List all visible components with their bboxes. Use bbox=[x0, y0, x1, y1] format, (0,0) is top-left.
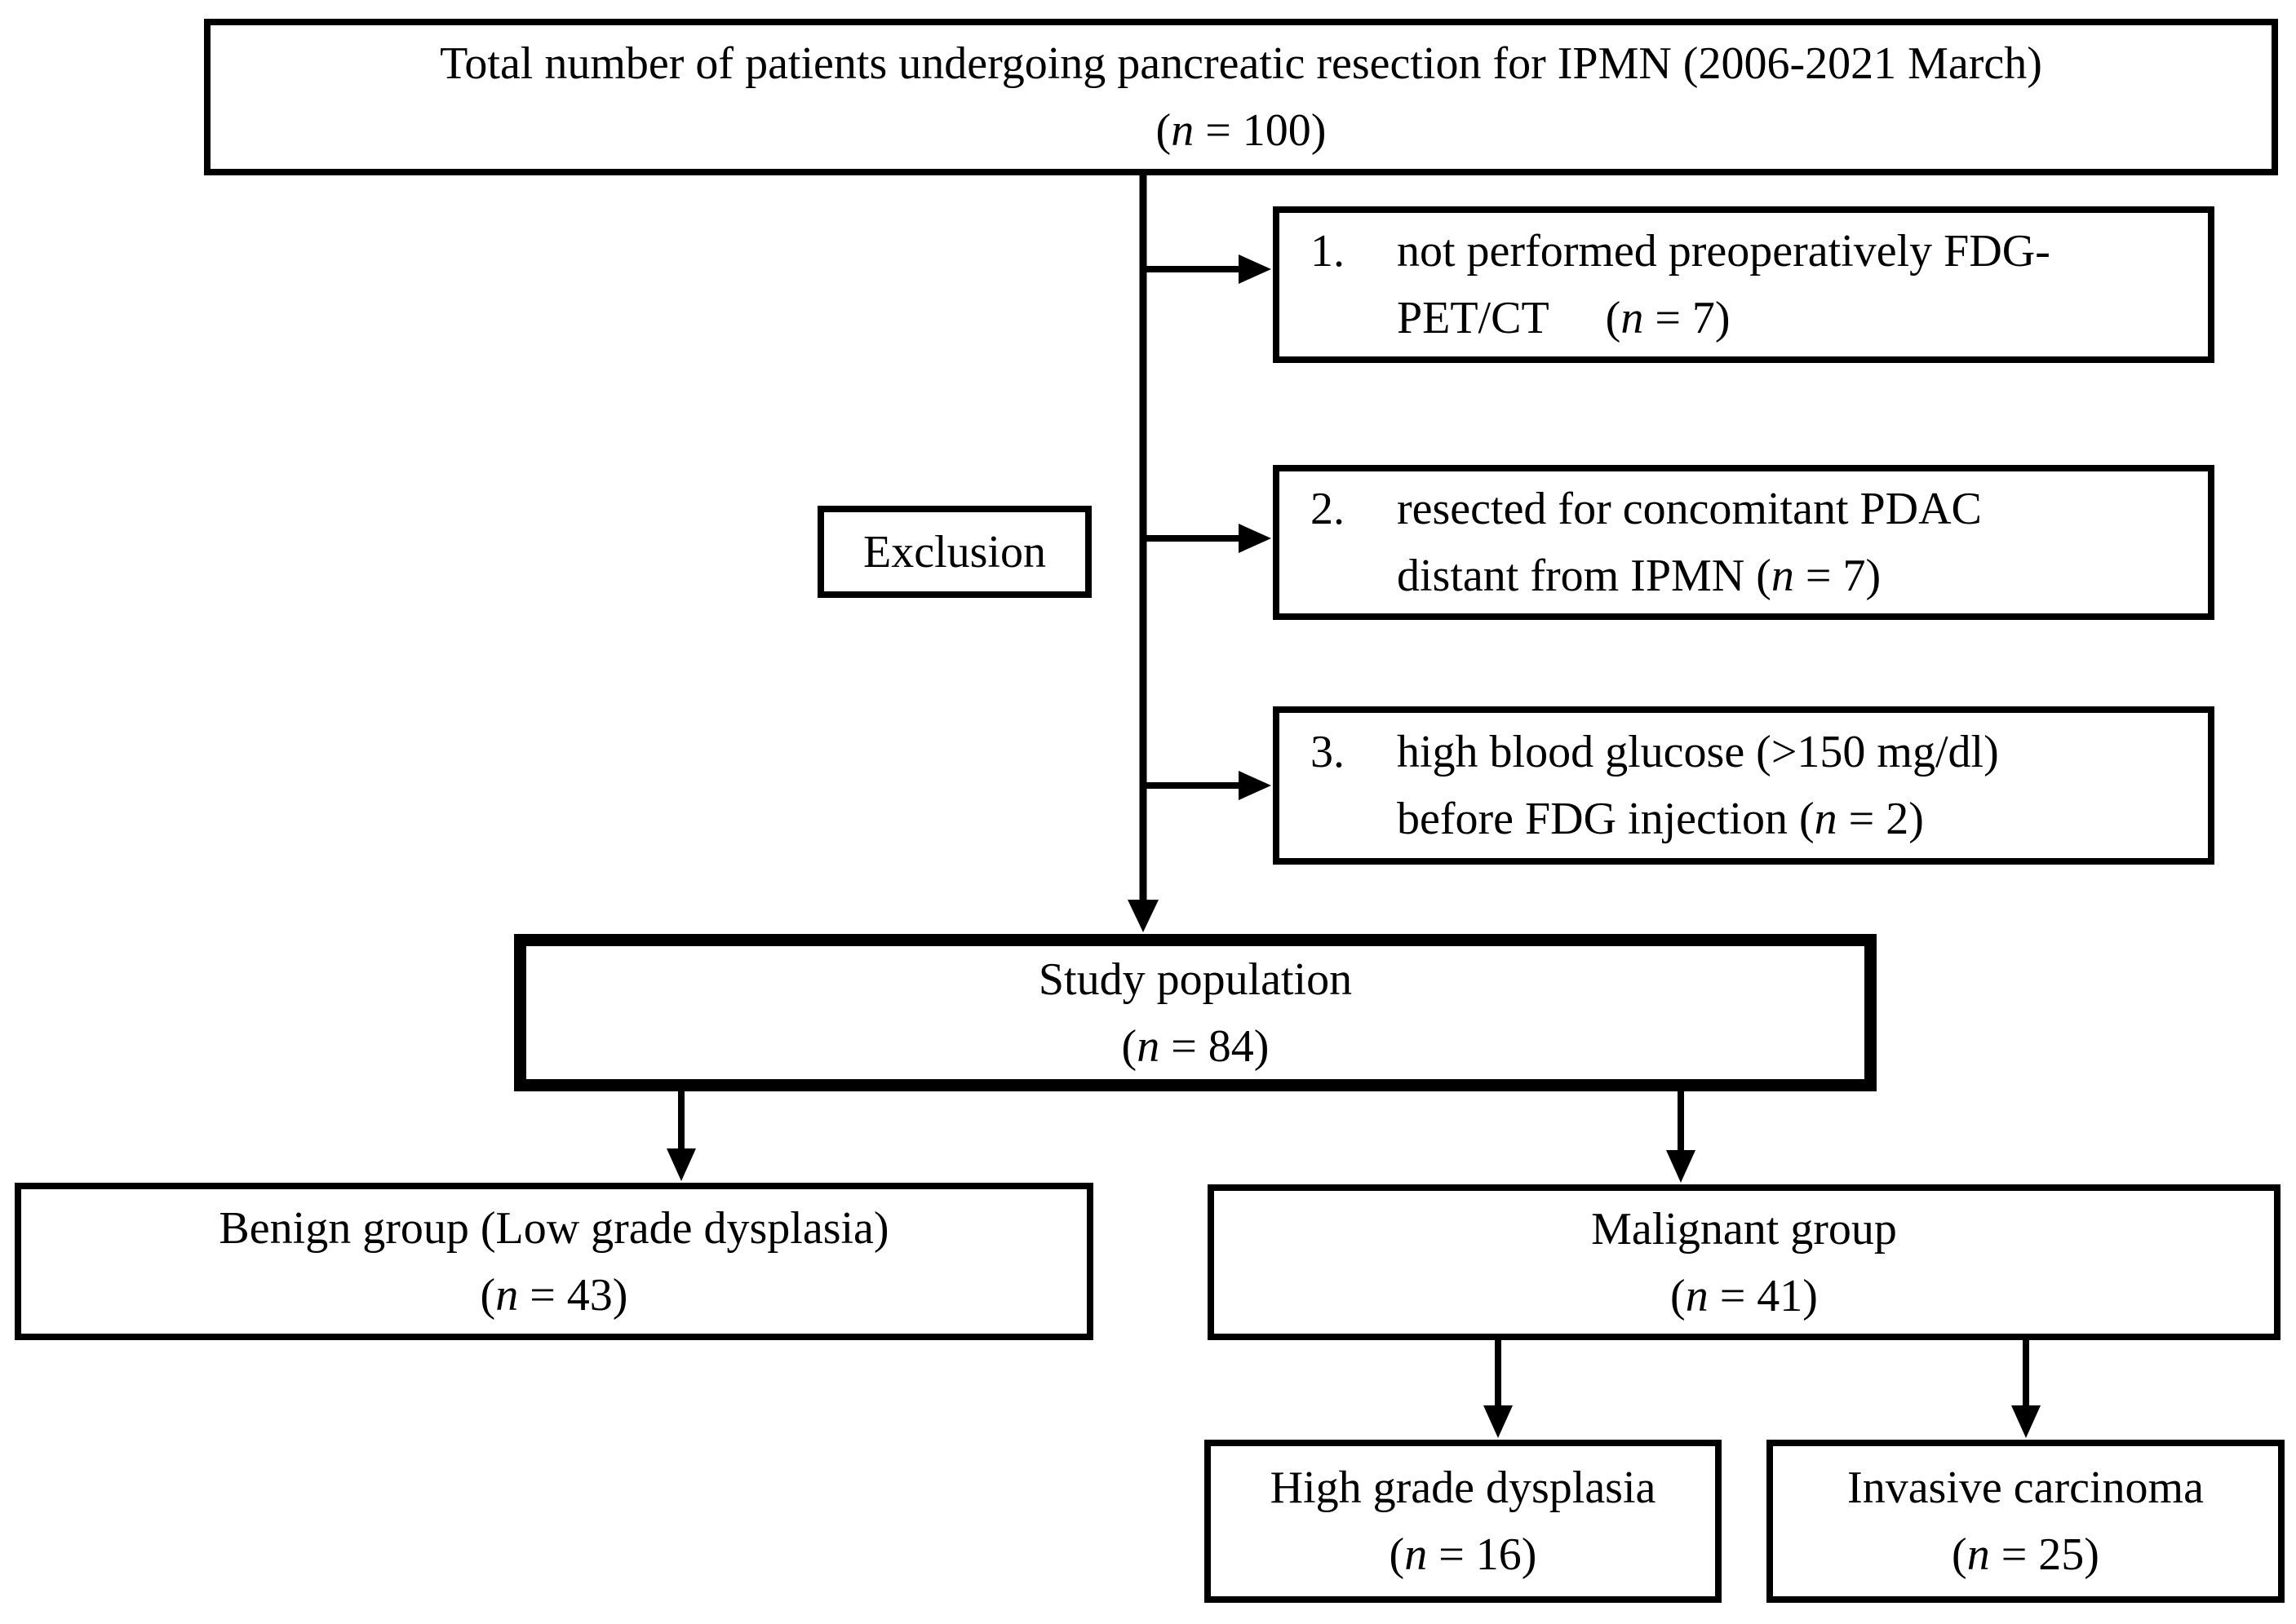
exclusion-label-box: Exclusion bbox=[818, 506, 1092, 598]
study-population-title: Study population bbox=[1038, 954, 1353, 1005]
malignant-to-hgd-head bbox=[1483, 1405, 1513, 1438]
study-to-benign-head bbox=[667, 1148, 696, 1181]
line2-pre: PET/CT ( bbox=[1397, 293, 1621, 343]
line2-post: = 7) bbox=[1793, 551, 1882, 601]
high-grade-dysplasia-box: High grade dysplasia (n = 16) bbox=[1204, 1440, 1722, 1603]
trunk-arrowhead bbox=[1128, 900, 1159, 932]
item-number: 2. bbox=[1310, 484, 1345, 534]
total-patients-box: Total number of patients undergoing panc… bbox=[204, 19, 2278, 175]
item-text-line1: high blood glucose (>150 mg/dl) bbox=[1397, 727, 1999, 777]
count-paren-open: ( bbox=[1121, 1020, 1137, 1072]
n-variable: n bbox=[1685, 1270, 1709, 1321]
count-value: = 16) bbox=[1427, 1529, 1537, 1580]
item-number: 3. bbox=[1310, 727, 1345, 777]
item-text-line2: PET/CT (n = 7) bbox=[1397, 285, 2188, 352]
malignant-group-title: Malignant group bbox=[1591, 1203, 1897, 1255]
n-variable: n bbox=[1966, 1529, 1990, 1580]
line2-post: = 7) bbox=[1643, 293, 1731, 343]
exclusion-item-1: 1. not performed preoperatively FDG- PET… bbox=[1310, 218, 2188, 352]
high-grade-dysplasia-count: (n = 16) bbox=[1390, 1521, 1537, 1588]
count-paren-open: ( bbox=[1155, 105, 1172, 156]
exclusion-arrow-3-head bbox=[1239, 771, 1271, 800]
exclusion-label: Exclusion bbox=[863, 526, 1046, 577]
line2-pre: distant from IPMN ( bbox=[1397, 551, 1771, 601]
high-grade-dysplasia-title: High grade dysplasia bbox=[1270, 1462, 1656, 1513]
item-text-line1: not performed preoperatively FDG- bbox=[1397, 226, 2050, 277]
n-variable: n bbox=[1620, 293, 1644, 343]
invasive-carcinoma-box: Invasive carcinoma (n = 25) bbox=[1766, 1440, 2285, 1603]
count-paren-open: ( bbox=[480, 1269, 496, 1321]
malignant-group-count: (n = 41) bbox=[1670, 1263, 1818, 1330]
count-paren-open: ( bbox=[1670, 1270, 1686, 1321]
exclusion-arrow-2-head bbox=[1239, 524, 1271, 553]
item-text-line2: distant from IPMN (n = 7) bbox=[1397, 542, 2188, 609]
n-variable: n bbox=[1771, 551, 1794, 601]
count-value: = 25) bbox=[1989, 1529, 2099, 1580]
exclusion-arrow-1-head bbox=[1239, 254, 1271, 284]
exclusion-item-2: 2. resected for concomitant PDAC distant… bbox=[1310, 476, 2188, 609]
invasive-carcinoma-count: (n = 25) bbox=[1952, 1521, 2099, 1588]
exclusion-item-1-box: 1. not performed preoperatively FDG- PET… bbox=[1273, 206, 2214, 363]
total-patients-title: Total number of patients undergoing panc… bbox=[440, 38, 2042, 89]
malignant-group-box: Malignant group (n = 41) bbox=[1208, 1184, 2280, 1340]
n-variable: n bbox=[495, 1269, 519, 1321]
study-population-box: Study population (n = 84) bbox=[514, 934, 1877, 1091]
count-value: = 43) bbox=[518, 1269, 628, 1321]
exclusion-item-3: 3. high blood glucose (>150 mg/dl) befor… bbox=[1310, 719, 2188, 852]
malignant-to-invasive-head bbox=[2011, 1405, 2041, 1438]
count-value: = 84) bbox=[1159, 1020, 1270, 1072]
item-text-line2: before FDG injection (n = 2) bbox=[1397, 785, 2188, 852]
count-value: = 41) bbox=[1708, 1270, 1818, 1321]
invasive-carcinoma-title: Invasive carcinoma bbox=[1847, 1462, 2204, 1513]
benign-group-count: (n = 43) bbox=[481, 1262, 628, 1329]
exclusion-item-3-box: 3. high blood glucose (>150 mg/dl) befor… bbox=[1273, 706, 2214, 865]
total-patients-count: (n = 100) bbox=[1156, 97, 1327, 164]
study-population-count: (n = 84) bbox=[1122, 1013, 1270, 1080]
item-text-line1: resected for concomitant PDAC bbox=[1397, 484, 1982, 534]
exclusion-item-2-box: 2. resected for concomitant PDAC distant… bbox=[1273, 465, 2214, 620]
n-variable: n bbox=[1171, 105, 1195, 156]
benign-group-box: Benign group (Low grade dysplasia) (n = … bbox=[15, 1183, 1093, 1340]
line2-pre: before FDG injection ( bbox=[1397, 794, 1815, 844]
count-value: = 100) bbox=[1194, 105, 1327, 156]
n-variable: n bbox=[1814, 794, 1837, 844]
line2-post: = 2) bbox=[1837, 794, 1924, 844]
benign-group-title: Benign group (Low grade dysplasia) bbox=[219, 1202, 889, 1254]
study-to-malignant-head bbox=[1666, 1150, 1695, 1183]
item-number: 1. bbox=[1310, 226, 1345, 277]
n-variable: n bbox=[1404, 1529, 1428, 1580]
count-paren-open: ( bbox=[1389, 1529, 1405, 1580]
n-variable: n bbox=[1137, 1020, 1160, 1072]
count-paren-open: ( bbox=[1952, 1529, 1967, 1580]
